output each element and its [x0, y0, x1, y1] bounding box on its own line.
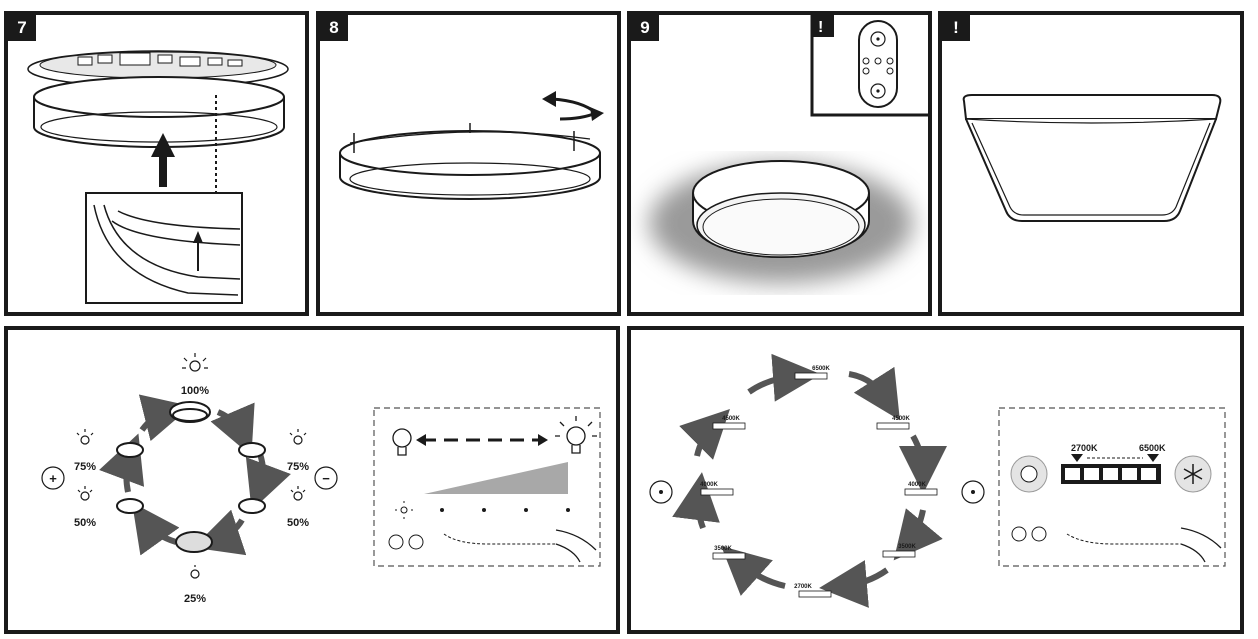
brightness-panel: 100% 75% 50% 25% 75% 50% + − [4, 326, 620, 634]
remote-temp-button-a-icon [1011, 526, 1027, 542]
step-7-badge: 7 [8, 15, 36, 41]
hand-hold-gesture [1066, 533, 1181, 545]
temp-top-label: 6500K [812, 366, 830, 372]
temp-bottom-label: 2700K [794, 584, 812, 590]
step-9-illustration: ! [649, 15, 928, 283]
remote-power-icon [870, 31, 886, 47]
dimming-inset [373, 407, 601, 567]
step-9-panel: 9 ! [627, 11, 932, 316]
color-temp-inset [998, 407, 1226, 567]
bulb-100-icon [182, 353, 208, 372]
brightness-diagram: 100% 75% 50% 25% 75% 50% + − [41, 353, 601, 605]
step-9-badge: 9 [631, 15, 659, 41]
bulb-50-left-icon [77, 486, 93, 501]
temp-right-lower-label: 3500K [898, 544, 916, 550]
hand-icon [555, 529, 597, 563]
level-50-left-label: 50% [74, 517, 96, 529]
bulb-75-right-icon [289, 429, 307, 445]
level-50-right-label: 50% [287, 517, 309, 529]
step-7-illustration [27, 50, 289, 304]
note-badge: ! [942, 15, 970, 41]
level-75-left-label: 75% [74, 461, 96, 473]
range-min-label: 2700K [1071, 443, 1098, 453]
minus-symbol: − [322, 471, 330, 486]
color-temp-cycle-arrows [672, 353, 947, 608]
color-temp-diagram: 6500K 4500K 4000K 3500K 2700K 3500K 4000… [649, 353, 1226, 608]
step-8-panel: 8 [316, 11, 621, 316]
color-temp-panel: 6500K 4500K 4000K 3500K 2700K 3500K 4000… [627, 326, 1244, 634]
bulb-on-icon [555, 416, 597, 454]
hand-temp-icon [1180, 527, 1222, 563]
hand-press-gesture [443, 533, 556, 545]
level-75-right-label: 75% [287, 461, 309, 473]
sun-small-icon [395, 501, 413, 519]
step-8-badge: 8 [320, 15, 348, 41]
bulb-50-right-icon [290, 486, 306, 501]
minus-button-icon [314, 466, 338, 490]
brightness-lamps [116, 401, 266, 553]
temp-right-mid-label: 4000K [908, 482, 926, 488]
step-8-illustration [339, 91, 604, 200]
remote-button-a-icon [388, 534, 404, 550]
temp-left-lower-label: 3500K [714, 546, 732, 552]
bulb-25-icon [190, 565, 200, 579]
plus-symbol: + [49, 471, 57, 486]
level-25-label: 25% [184, 593, 206, 605]
temp-mini-bars [700, 372, 938, 598]
note-square-panel: ! [938, 11, 1244, 316]
bulb-off-icon [392, 428, 412, 456]
brightness-cycle-arrows [99, 394, 291, 556]
level-100-label: 100% [181, 385, 209, 397]
temp-left-upper-label: 4500K [722, 416, 740, 422]
brightness-ramp [424, 462, 568, 494]
ramp-steps [440, 508, 570, 512]
step-7-panel: 7 [4, 11, 309, 316]
range-max-label: 6500K [1139, 443, 1166, 453]
remote-button-b-icon [408, 534, 424, 550]
bulb-75-left-icon [76, 429, 94, 445]
plus-button-icon [41, 466, 65, 490]
square-lamp-illustration [962, 94, 1222, 222]
remote-temp-button-b-icon [1031, 526, 1047, 542]
remote-note-mark: ! [818, 19, 823, 36]
temp-right-upper-label: 4500K [892, 416, 910, 422]
temp-left-mid-label: 4000K [700, 482, 718, 488]
